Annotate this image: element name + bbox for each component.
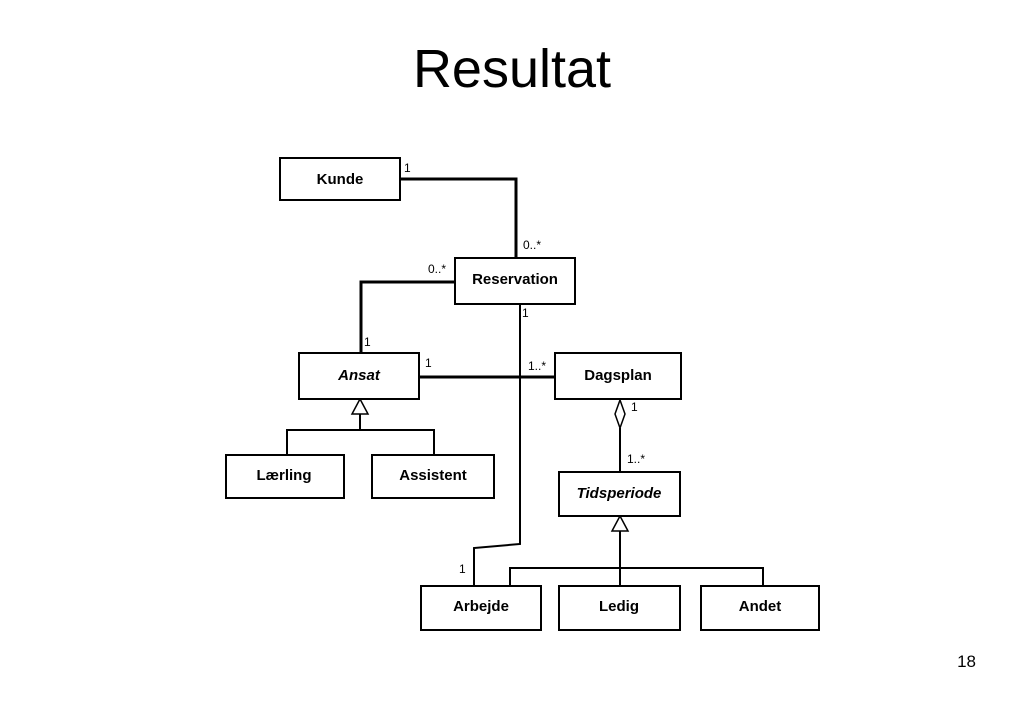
class-box-ansat <box>298 352 420 400</box>
class-box-assistent <box>371 454 495 499</box>
class-box-andet <box>700 585 820 631</box>
class-name-kunde: Kunde <box>317 171 364 188</box>
generalization-arrow-ansat <box>350 397 370 415</box>
mult-dagsplan-tidsperiode-side: 1 <box>631 400 638 414</box>
generalization-arrow-tidsperiode <box>610 514 630 532</box>
class-name-andet: Andet <box>739 598 782 615</box>
page-title: Resultat <box>412 39 612 99</box>
gen-ansat-tree <box>286 429 435 455</box>
class-box-arbejde <box>420 585 542 631</box>
class-name-ansat: Ansat <box>337 367 381 384</box>
class-box-reservation <box>454 257 576 305</box>
gen-tidsperiode-tree <box>509 567 764 586</box>
class-name-tidsperiode: Tidsperiode <box>577 485 662 502</box>
assoc-ansat-reservation <box>359 280 455 352</box>
class-box-ledig <box>558 585 681 631</box>
class-name-ledig: Ledig <box>599 598 639 615</box>
class-name-reservation: Reservation <box>472 271 558 288</box>
mult-ansat-reservation-side: 1 <box>364 335 371 349</box>
class-box-tidsperiode <box>558 471 681 517</box>
aggregation-diamond <box>614 397 626 431</box>
class-box-laerling <box>225 454 345 499</box>
mult-reservation-kunde-side: 0..* <box>523 238 541 252</box>
assoc-kunde-reservation <box>400 177 518 258</box>
mult-ansat-dagsplan-side: 1 <box>425 356 432 370</box>
assoc-reservation-arbejde <box>473 305 521 586</box>
mult-tidsperiode-side: 1..* <box>627 452 645 466</box>
class-name-dagsplan: Dagsplan <box>584 367 652 384</box>
class-box-dagsplan <box>554 352 682 400</box>
mult-reservation-arbejde-side: 1 <box>522 306 529 320</box>
class-box-kunde <box>279 157 401 201</box>
page-number: 18 <box>957 652 976 671</box>
mult-dagsplan-ansat-side: 1..* <box>528 359 546 373</box>
class-name-assistent: Assistent <box>399 467 467 484</box>
class-name-laerling: Lærling <box>257 467 312 484</box>
mult-kunde-side: 1 <box>404 161 411 175</box>
mult-arbejde-side: 1 <box>459 562 466 576</box>
mult-reservation-ansat-side: 0..* <box>428 262 446 276</box>
class-name-arbejde: Arbejde <box>453 598 509 615</box>
